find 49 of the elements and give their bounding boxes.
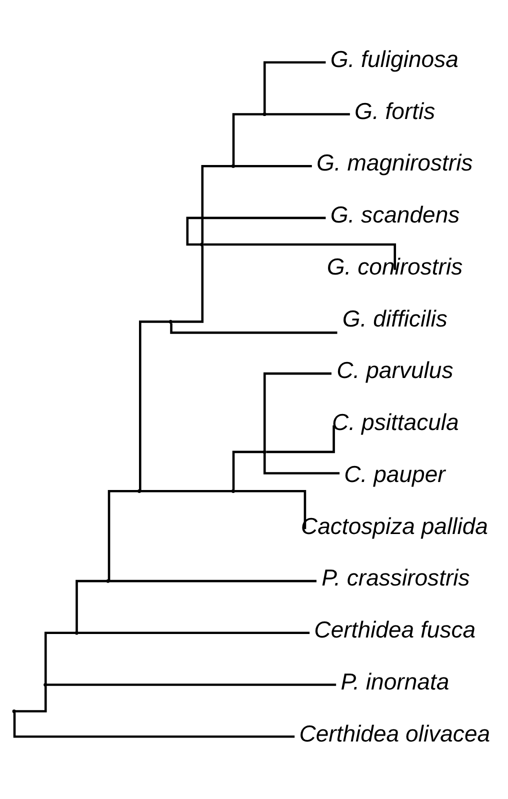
connector <box>201 164 232 244</box>
connector <box>232 450 264 490</box>
connector <box>109 580 316 582</box>
node-point <box>262 112 266 116</box>
node-point <box>262 450 266 454</box>
node-text: C. psittacula <box>332 409 459 436</box>
connector <box>170 323 338 334</box>
connector <box>186 216 326 246</box>
node-text: Certhidea olivacea <box>299 720 490 746</box>
node-point <box>12 709 16 714</box>
node-point <box>231 164 236 168</box>
connector <box>44 632 76 684</box>
node-point <box>106 579 110 583</box>
node-text: C. parvulus <box>336 357 454 384</box>
connector <box>108 490 138 580</box>
node-text: P. crassirostris <box>322 564 470 591</box>
node-point <box>44 682 48 687</box>
connector <box>78 632 310 634</box>
connector <box>139 320 170 490</box>
node-point <box>168 320 172 324</box>
node-text: C. pauper <box>344 460 446 487</box>
connector <box>263 453 340 474</box>
node-text: G. fortis <box>354 98 436 124</box>
node-text: P. inornata <box>340 668 450 694</box>
connector <box>46 684 336 686</box>
connector <box>234 490 306 530</box>
node-point <box>200 242 204 246</box>
connector <box>172 246 204 323</box>
node-text: Cactospiza pallida <box>300 512 488 539</box>
node-point <box>74 631 79 635</box>
node-text: Certhidea fusca <box>314 616 476 643</box>
node-text: G. conirostris <box>326 253 463 280</box>
node-text: G. scandens <box>330 202 460 228</box>
connector <box>234 164 312 168</box>
connector <box>263 372 332 451</box>
node-text: G. fuliginosa <box>330 46 458 72</box>
node-point <box>138 489 142 493</box>
connector <box>232 113 264 165</box>
node-point <box>231 489 236 493</box>
connector <box>76 580 107 632</box>
connector <box>15 686 47 712</box>
connector <box>13 712 295 738</box>
connector <box>140 490 232 492</box>
connector <box>204 243 396 270</box>
connector <box>266 113 350 116</box>
node-text: G. magnirostris <box>316 150 473 176</box>
connector <box>266 425 335 454</box>
connector <box>263 61 326 113</box>
node-text: G. difficilis <box>342 305 448 332</box>
